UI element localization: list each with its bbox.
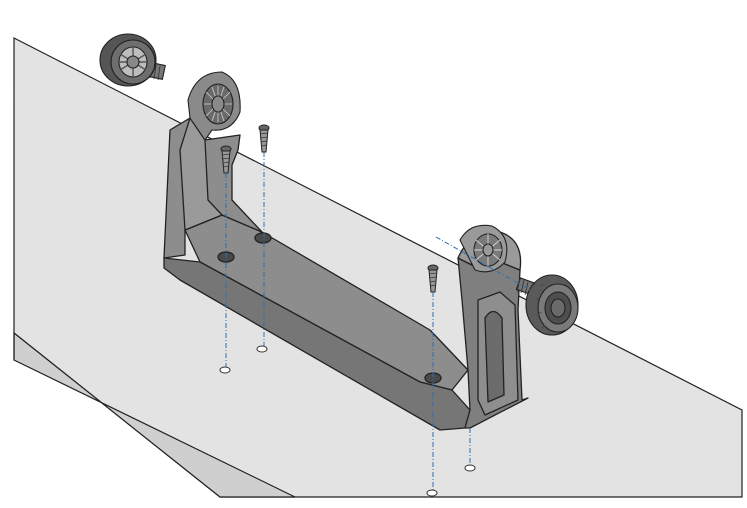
- mounting-screw: [220, 145, 232, 174]
- drill-hole: [219, 366, 231, 374]
- guide-line: [435, 236, 531, 291]
- gimbal-bracket: [163, 117, 529, 431]
- drill-hole: [256, 345, 268, 353]
- ratchet-washer-left: [187, 71, 241, 141]
- mounting-screw: [258, 124, 270, 153]
- bracket-right-arm-slot: [484, 310, 505, 403]
- drill-holes: [219, 345, 476, 497]
- bracket-hole: [254, 232, 272, 244]
- mounting-surface: [13, 37, 743, 498]
- knob-left: [99, 33, 166, 87]
- knob-right: [515, 274, 579, 336]
- alignment-guides: [225, 152, 531, 490]
- mounting-screw: [427, 264, 439, 293]
- drill-hole: [464, 464, 476, 472]
- drill-hole: [426, 489, 438, 497]
- surface-top: [13, 37, 743, 498]
- ratchet-washer-right: [459, 224, 508, 273]
